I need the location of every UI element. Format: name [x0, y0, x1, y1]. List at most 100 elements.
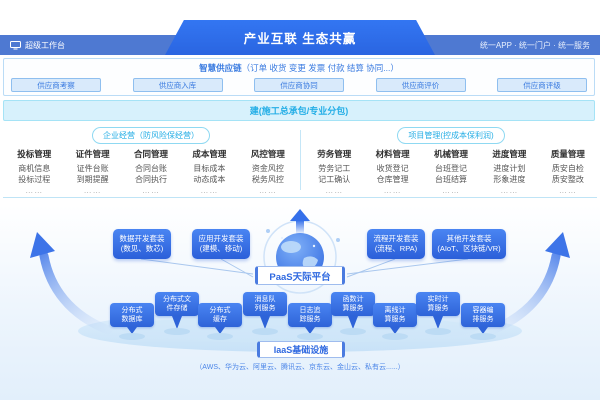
column-ellipsis: …… — [25, 186, 44, 195]
pin-shadow — [119, 333, 145, 341]
column-header: 合同管理 — [134, 149, 169, 159]
column-item: 资金风控 — [251, 164, 284, 173]
pin-container-orchestration: 容器编排服务 — [461, 303, 505, 341]
pin-shadow — [252, 328, 278, 336]
suite-process-dev: 流程开发套装 (流程、RPA) — [367, 229, 425, 259]
pin-shadow — [382, 333, 408, 341]
project-columns: 劳务管理 劳务记工 记工确认 …… 材料管理 收货登记 仓库管理 …… 机械管理… — [305, 148, 597, 196]
suite-title: 数据开发套装 — [119, 233, 165, 243]
pin-distributed-database: 分布式数据库 — [110, 303, 154, 341]
column-ellipsis: …… — [500, 186, 519, 195]
column-item: 投标过程 — [18, 175, 51, 184]
suite-subtitle: (流程、RPA) — [374, 244, 418, 253]
modules-divider — [300, 130, 301, 190]
column-ellipsis: …… — [83, 186, 102, 195]
column-ellipsis: …… — [142, 186, 161, 195]
column-header: 风控管理 — [250, 149, 285, 159]
column-item: 合同执行 — [135, 175, 168, 184]
enterprise-columns: 投标管理 商机信息 投标过程 …… 证件管理 证件台账 到期提醒 …… 合同管理… — [5, 148, 297, 196]
supplier-evaluation-button[interactable]: 供应商评价 — [375, 78, 466, 92]
pin-distributed-cache: 分布式缓存 — [198, 303, 242, 341]
suite-subtitle: (数见、数芯) — [120, 244, 164, 253]
pin-shadow — [297, 333, 323, 341]
pin-shadow — [164, 328, 190, 336]
module-column: 合同管理 合同台账 合同执行 …… — [122, 148, 180, 196]
column-header: 机械管理 — [434, 149, 469, 159]
project-badge: 项目管理(控成本保利润) — [397, 127, 505, 144]
module-column: 风控管理 资金风控 税务风控 …… — [239, 148, 297, 196]
column-header: 劳务管理 — [317, 149, 352, 159]
suite-data-dev: 数据开发套装 (数见、数芯) — [113, 229, 171, 259]
suite-title: 流程开发套装 — [373, 233, 419, 243]
pin-offline-compute: 离线计算服务 — [373, 303, 417, 341]
column-item: 质安自检 — [551, 164, 584, 173]
workbench-label: 超级工作台 — [25, 40, 65, 50]
enterprise-badge: 企业经营（防风险保经营） — [92, 127, 210, 144]
column-item: 台班结算 — [435, 175, 468, 184]
pin-shadow — [425, 328, 451, 336]
suite-other-dev: 其他开发套装 (AIoT、区块链/VR) — [432, 229, 506, 259]
paas-platform-label: PaaS天际平台 — [255, 266, 345, 285]
column-item: 劳务记工 — [318, 164, 351, 173]
enterprise-section: 企业经营（防风险保经营） 投标管理 商机信息 投标过程 …… 证件管理 证件台账… — [5, 124, 297, 197]
module-column: 成本管理 目标成本 动态成本 …… — [180, 148, 238, 196]
column-item: 证件台账 — [76, 164, 109, 173]
column-header: 进度管理 — [492, 149, 527, 159]
supplier-inspection-button[interactable]: 供应商考察 — [11, 78, 101, 92]
column-item: 商机信息 — [18, 164, 51, 173]
column-item: 收货登记 — [376, 164, 409, 173]
column-item: 仓库管理 — [376, 175, 409, 184]
supplier-rating-button[interactable]: 供应商评级 — [497, 78, 587, 92]
supplier-button-row: 供应商考察 供应商入库 供应商协同 供应商评价 供应商评级 — [4, 74, 594, 92]
column-ellipsis: …… — [442, 186, 461, 195]
pin-function-compute: 函数计算服务 — [331, 292, 375, 336]
column-item: 记工确认 — [318, 175, 351, 184]
workbench-entry: 超级工作台 — [10, 40, 65, 51]
supply-chain-title-text: 智慧供应链 — [199, 63, 242, 73]
project-section: 项目管理(控成本保利润) 劳务管理 劳务记工 记工确认 …… 材料管理 收货登记… — [305, 124, 597, 197]
column-item: 动态成本 — [193, 175, 226, 184]
column-header: 材料管理 — [375, 149, 410, 159]
banner: 产业互联 生态共赢 — [165, 20, 435, 55]
column-ellipsis: …… — [558, 186, 577, 195]
supplier-collaboration-button[interactable]: 供应商协同 — [254, 78, 344, 92]
suite-title: 应用开发套装 — [198, 233, 244, 243]
pin-shadow — [340, 328, 366, 336]
column-item: 合同台账 — [135, 164, 168, 173]
column-ellipsis: …… — [200, 186, 219, 195]
column-item: 台班登记 — [435, 164, 468, 173]
column-header: 投标管理 — [17, 149, 52, 159]
cloud-providers-label: （AWS、华为云、阿里云、腾讯云、京东云、金山云、私有云......） — [195, 364, 405, 371]
column-header: 证件管理 — [75, 149, 110, 159]
suite-subtitle: (AIoT、区块链/VR) — [437, 244, 501, 253]
column-ellipsis: …… — [258, 186, 277, 195]
module-column: 投标管理 商机信息 投标过程 …… — [5, 148, 63, 196]
module-column: 质量管理 质安自检 质安整改 …… — [539, 148, 597, 196]
column-item: 目标成本 — [193, 164, 226, 173]
column-item: 形象进度 — [493, 175, 526, 184]
banner-title: 产业互联 生态共赢 — [243, 32, 357, 46]
business-modules: 企业经营（防风险保经营） 投标管理 商机信息 投标过程 …… 证件管理 证件台账… — [3, 124, 597, 198]
module-column: 进度管理 进度计划 形象进度 …… — [480, 148, 538, 196]
column-item: 到期提醒 — [76, 175, 109, 184]
module-column: 劳务管理 劳务记工 记工确认 …… — [305, 148, 363, 196]
pin-distributed-file-storage: 分布式文件存储 — [155, 292, 199, 336]
supply-chain-section: 智慧供应链（订单 收货 变更 发票 付款 结算 协同...） 供应商考察 供应商… — [3, 58, 595, 96]
column-header: 质量管理 — [550, 149, 585, 159]
column-item: 税务风控 — [251, 175, 284, 184]
suite-app-dev: 应用开发套装 (建模、移动) — [192, 229, 250, 259]
pin-shadow — [470, 333, 496, 341]
module-column: 证件管理 证件台账 到期提醒 …… — [63, 148, 121, 196]
module-column: 材料管理 收货登记 仓库管理 …… — [363, 148, 421, 196]
column-item: 进度计划 — [493, 164, 526, 173]
suite-title: 其他开发套装 — [446, 233, 492, 243]
pin-realtime-compute: 实时计算服务 — [416, 292, 460, 336]
construction-bar: 建(施工总承包/专业分包) — [3, 100, 595, 121]
column-ellipsis: …… — [383, 186, 402, 195]
supply-chain-title: 智慧供应链（订单 收货 变更 发票 付款 结算 协同...） — [4, 62, 594, 74]
supply-chain-subtitle: （订单 收货 变更 发票 付款 结算 协同...） — [241, 63, 399, 73]
supplier-onboarding-button[interactable]: 供应商入库 — [132, 78, 223, 92]
workbench-icon — [10, 40, 21, 49]
pin-message-queue: 消息队列服务 — [243, 292, 287, 336]
column-ellipsis: …… — [325, 186, 344, 195]
